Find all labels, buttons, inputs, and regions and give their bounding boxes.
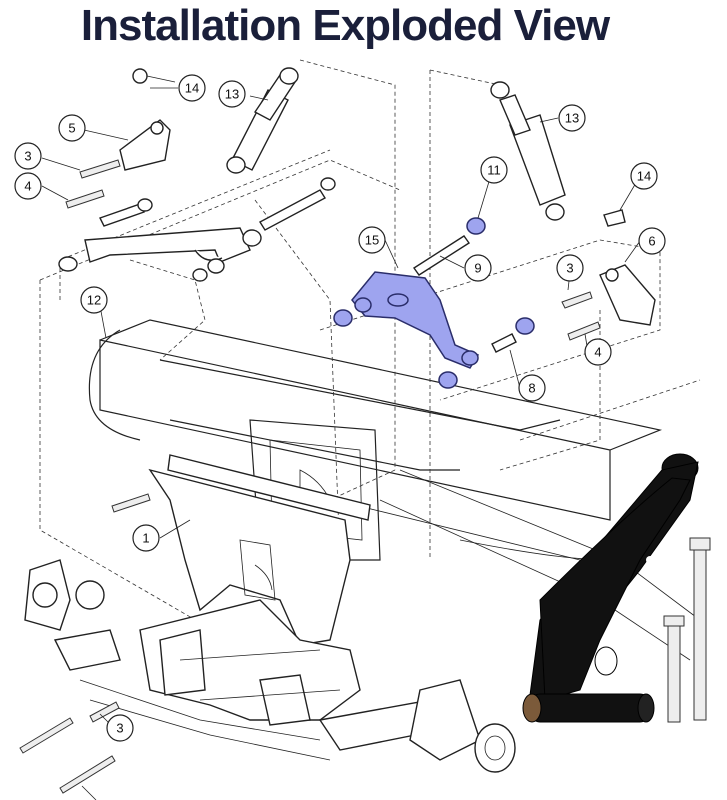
svg-text:12: 12 (87, 293, 101, 308)
callout-12: 12 (80, 286, 108, 314)
svg-text:6: 6 (648, 234, 655, 249)
upper-left-arm-assembly (58, 68, 336, 282)
svg-text:3: 3 (24, 149, 31, 164)
svg-text:3: 3 (116, 721, 123, 736)
svg-text:13: 13 (225, 87, 239, 102)
svg-text:1: 1 (142, 531, 149, 546)
callout-14-left: 14 (178, 74, 206, 102)
svg-text:9: 9 (474, 261, 481, 276)
callout-6: 6 (638, 227, 666, 255)
left-shock-absorber (226, 67, 299, 174)
callout-3-left: 3 (14, 142, 42, 170)
svg-text:4: 4 (594, 345, 601, 360)
page-title: Installation Exploded View (80, 1, 610, 50)
bracket-photo (522, 453, 711, 723)
svg-text:4: 4 (24, 179, 31, 194)
callout-13-right: 13 (558, 104, 586, 132)
callout-8: 8 (518, 374, 546, 402)
callout-3-right: 3 (556, 254, 584, 282)
front-axle-assembly (24, 559, 516, 773)
callout-4-right: 4 (584, 338, 612, 366)
svg-text:14: 14 (185, 81, 199, 96)
highlighted-control-arm (333, 217, 535, 389)
svg-text:13: 13 (565, 111, 579, 126)
right-shock-absorber (490, 81, 566, 221)
callout-11: 11 (480, 156, 508, 184)
callout-1: 1 (132, 524, 160, 552)
lower-bolts (19, 701, 120, 794)
callout-9: 9 (464, 254, 492, 282)
callout-5: 5 (58, 114, 86, 142)
svg-text:15: 15 (365, 233, 379, 248)
right-mount-bracket (561, 209, 656, 341)
main-bracket (111, 454, 371, 646)
svg-text:5: 5 (68, 121, 75, 136)
svg-text:11: 11 (487, 163, 501, 178)
callout-15: 15 (358, 226, 386, 254)
callout-14-right: 14 (630, 162, 658, 190)
callout-3-bottom: 3 (106, 714, 134, 742)
callout-13-left: 13 (218, 80, 246, 108)
svg-text:8: 8 (528, 381, 535, 396)
callout-4-left: 4 (14, 172, 42, 200)
svg-text:3: 3 (566, 261, 573, 276)
svg-text:14: 14 (637, 169, 651, 184)
